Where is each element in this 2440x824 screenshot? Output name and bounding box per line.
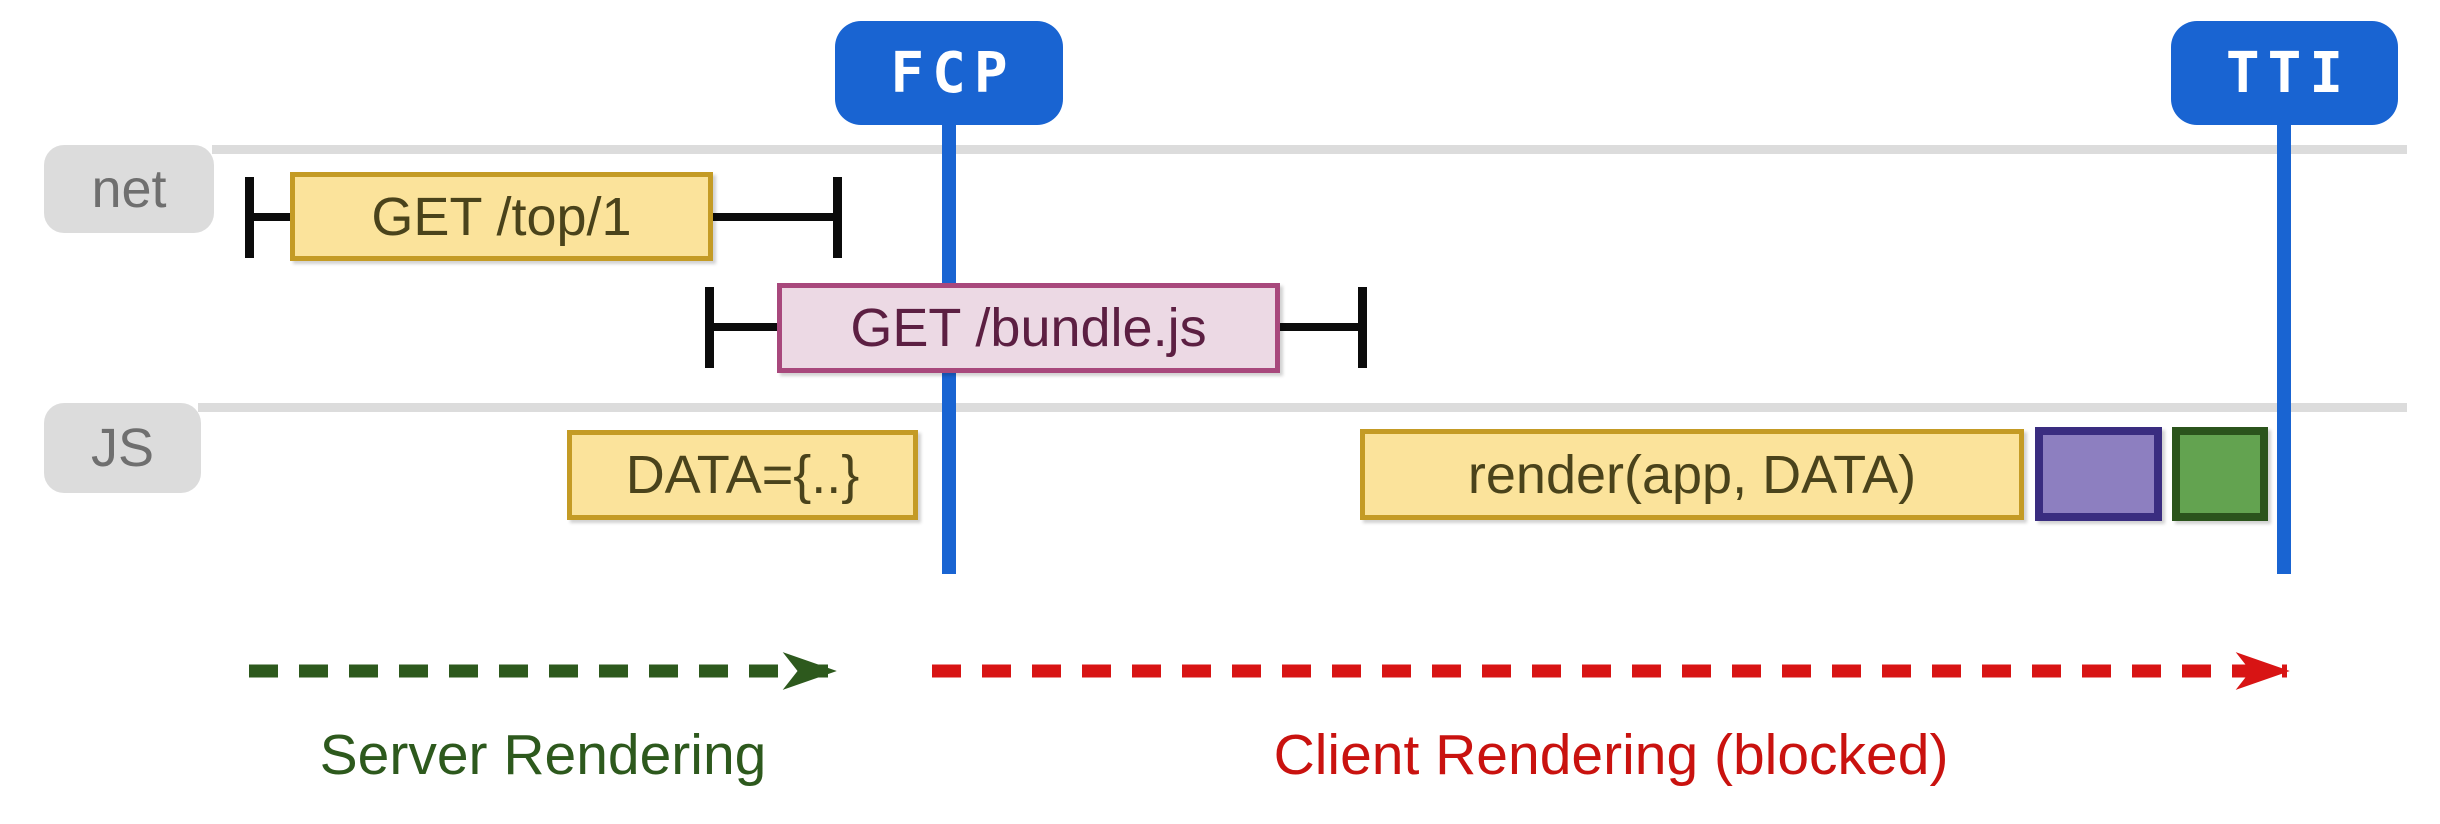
get-top-start-connector <box>254 213 290 221</box>
net-track-label: net <box>44 145 214 233</box>
get-bundle-end-tick <box>1358 287 1367 368</box>
get-bundle-request-box: GET /bundle.js <box>777 283 1280 373</box>
get-bundle-start-tick <box>705 287 714 368</box>
purple-task-box <box>2035 427 2162 521</box>
net-track-line <box>212 145 2407 154</box>
green-task-box <box>2172 427 2268 521</box>
server-rendering-label: Server Rendering <box>319 723 767 787</box>
get-bundle-end-connector <box>1280 323 1358 331</box>
get-top-end-connector <box>713 213 833 221</box>
data-eval-box: DATA={..} <box>567 430 918 520</box>
render-call-box: render(app, DATA) <box>1360 429 2024 520</box>
get-bundle-start-connector <box>714 323 777 331</box>
tti-badge: TTI <box>2171 21 2398 125</box>
client-rendering-label: Client Rendering (blocked) <box>1273 723 1949 787</box>
get-top-end-tick <box>833 177 842 258</box>
js-track-line <box>198 403 2407 412</box>
js-track-label: JS <box>44 403 201 493</box>
get-top-request-box: GET /top/1 <box>290 172 713 261</box>
fcp-badge: FCP <box>835 21 1063 125</box>
tti-marker-line <box>2277 123 2291 574</box>
get-top-start-tick <box>245 177 254 258</box>
